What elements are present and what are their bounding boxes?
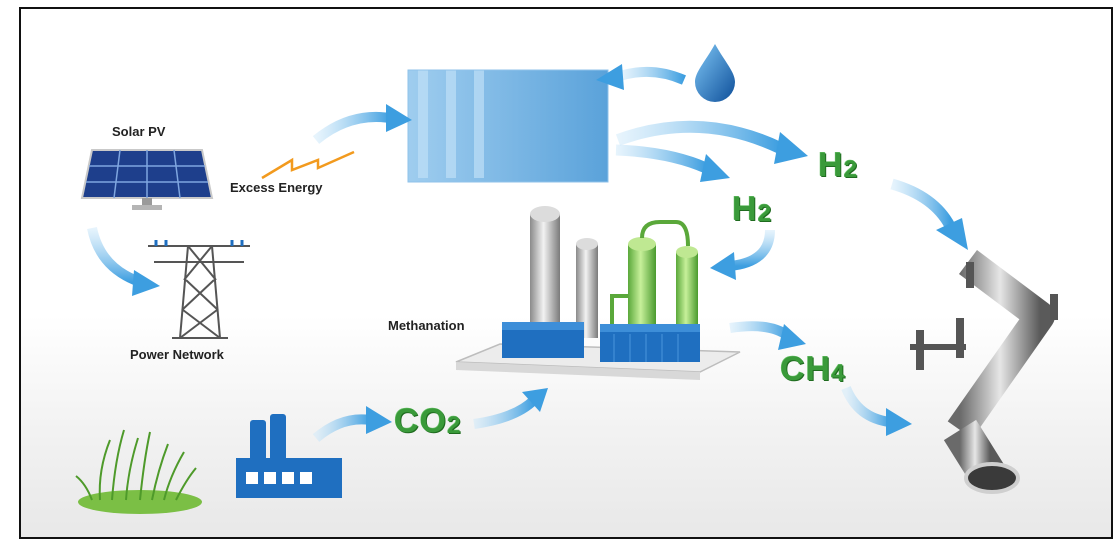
methanation-plant-icon [455,206,741,380]
arrow-electrolyzer-to-h2-lower-head [700,154,730,182]
arrow-co2-to-methanation-head [522,388,548,412]
factory-icon [236,414,342,498]
solar-panel-icon [80,149,214,210]
arrow-excess-to-electrolyzer [312,111,391,144]
h2-upper-base: H [818,146,844,184]
power-network-label: Power Network [130,347,224,362]
h2-lower-label: H2 [732,190,772,229]
arrow-h2-to-pipeline-head [936,218,968,250]
arrow-factory-to-co2-head [366,406,392,434]
pipeline-icon [910,250,1058,494]
arrow-solar-to-network [87,226,142,287]
arrow-water-to-electrolyzer [618,66,687,85]
water-drop-icon [695,44,735,102]
excess-energy-label: Excess Energy [230,180,323,195]
h2-upper-label: H2 [818,146,858,185]
arrow-solar-to-network-head [132,270,160,296]
arrow-factory-to-co2 [312,414,371,442]
arrow-electrolyzer-to-h2-upper-head [774,132,808,164]
ch4-label: CH4 [780,350,846,389]
biomass-plants-icon [75,429,202,514]
arrow-co2-to-methanation [473,396,538,429]
bottom-margin [0,539,1114,545]
ch4-sub: 4 [831,360,846,388]
arrow-h2-to-methanation-head [710,252,736,280]
h2-lower-base: H [732,190,758,228]
ch4-base: CH [780,350,832,388]
arrow-water-to-electrolyzer-head [596,64,624,90]
co2-label: CO2 [394,402,462,441]
excess-energy-spark-icon [261,150,355,180]
co2-sub: 2 [447,412,462,440]
methanation-label: Methanation [388,318,465,333]
arrow-electrolyzer-to-h2-lower [615,144,709,174]
arrow-ch4-to-pipeline-head [886,408,912,436]
arrow-excess-to-electrolyzer-head [386,104,412,132]
power-tower-icon [148,240,250,339]
co2-base: CO [394,402,447,440]
h2-lower-sub: 2 [757,200,773,228]
arrow-h2-to-methanation [729,229,775,271]
arrow-methanation-to-ch4-head [778,324,806,350]
h2-upper-sub: 2 [843,156,859,184]
arrow-methanation-to-ch4 [729,321,792,341]
solar-pv-label: Solar PV [112,124,166,139]
arrow-h2-to-pipeline [890,178,955,229]
electrolyzer-icon [407,69,609,183]
arrow-ch4-to-pipeline [841,385,891,427]
arrow-electrolyzer-to-h2-upper [615,120,783,154]
